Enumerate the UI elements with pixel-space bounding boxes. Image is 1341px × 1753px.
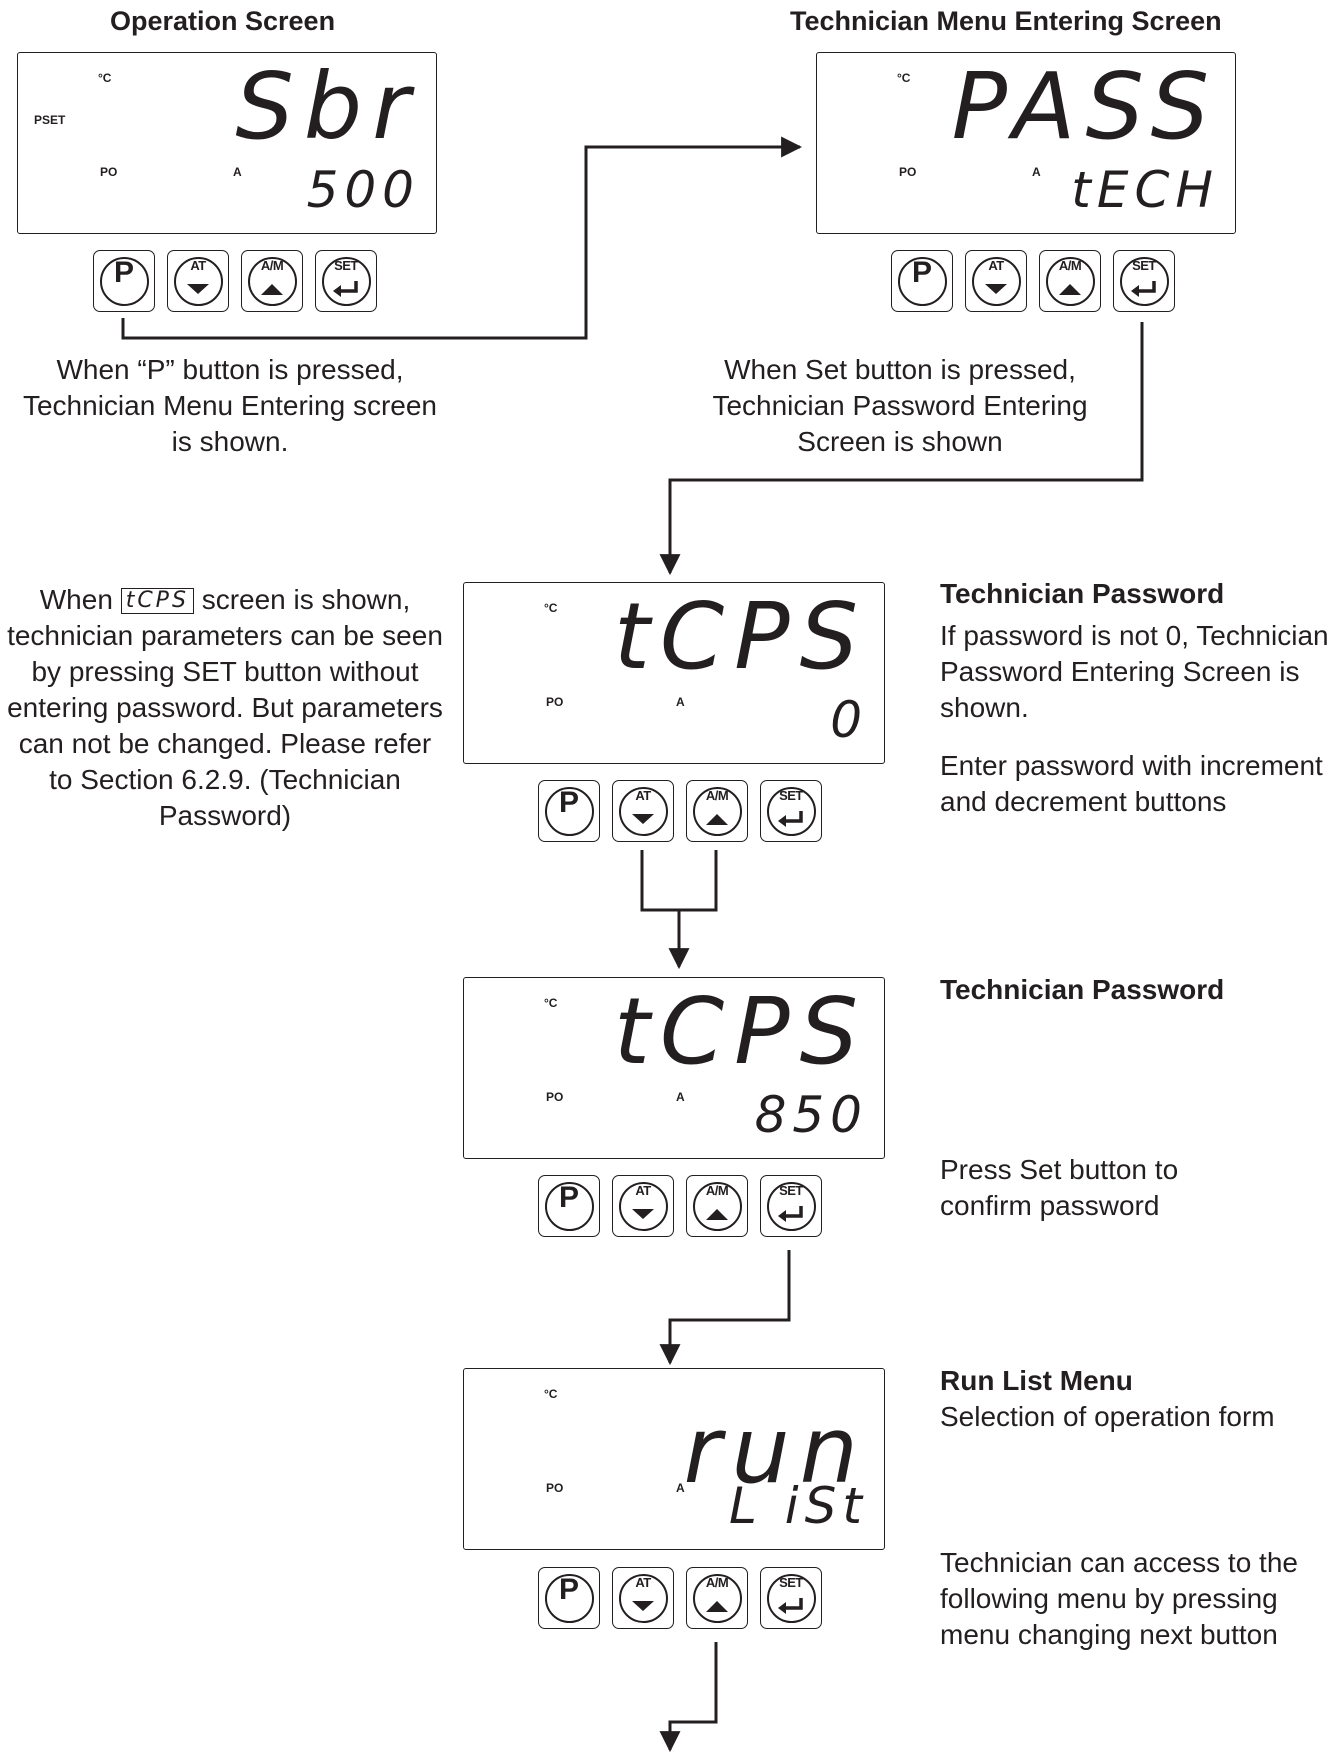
password-note: Technician Password If password is not 0… (940, 576, 1335, 820)
display-panel-tech-menu: °C PO A PASS tECH (816, 52, 1236, 234)
po-indicator: PO (899, 165, 917, 179)
display-bottom-value: L iSt (729, 1477, 868, 1535)
password-note-enter: Enter password with increment and decrem… (940, 750, 1323, 817)
display-bottom-value: tECH (1071, 161, 1219, 219)
a-indicator: A (676, 1481, 685, 1495)
set-button[interactable]: SET (315, 250, 377, 312)
po-indicator: PO (100, 165, 118, 179)
display-top-value: run (683, 1397, 868, 1504)
run-list-subtitle: Selection of operation form (940, 1401, 1275, 1432)
am-button[interactable]: A/M (241, 250, 303, 312)
celsius-indicator: °C (544, 1387, 558, 1401)
run-list-text: Technician can access to the following m… (940, 1547, 1298, 1650)
a-indicator: A (676, 695, 685, 709)
pset-indicator: PSET (34, 113, 66, 127)
display-top-value: tCPS (613, 583, 868, 690)
po-indicator: PO (546, 1481, 564, 1495)
button-row-run-list: P AT A/M SET (538, 1567, 838, 1629)
arrow-set-to-password (659, 322, 1144, 576)
at-button[interactable]: AT (965, 250, 1027, 312)
arrow-updown-to-entry (640, 850, 718, 967)
run-list-title: Run List Menu (940, 1365, 1133, 1396)
po-indicator: PO (546, 695, 564, 709)
a-indicator: A (676, 1090, 685, 1104)
button-row-tech-menu: P AT A/M SET (891, 250, 1191, 312)
set-button[interactable]: SET (760, 1175, 822, 1237)
set-button[interactable]: SET (760, 780, 822, 842)
am-button[interactable]: A/M (686, 780, 748, 842)
display-panel-password: °C PO A tCPS 0 (463, 582, 885, 764)
password-confirm-title: Technician Password (940, 974, 1225, 1005)
po-indicator: PO (546, 1090, 564, 1104)
celsius-indicator: °C (544, 601, 558, 615)
display-panel-operation: °C PSET PO A Sbr 500 (17, 52, 437, 234)
display-panel-run-list: °C PO A run L iSt (463, 1368, 885, 1550)
p-button[interactable]: P (93, 250, 155, 312)
password-note-title: Technician Password (940, 578, 1225, 609)
display-top-value: Sbr (235, 53, 420, 160)
operation-screen-title: Operation Screen (110, 6, 336, 36)
am-button[interactable]: A/M (1039, 250, 1101, 312)
am-button[interactable]: A/M (686, 1567, 748, 1629)
password-note-text: If password is not 0, Technician Passwor… (940, 620, 1329, 723)
button-row-password: P AT A/M SET (538, 780, 838, 842)
caption-p-pressed: When “P” button is pressed, Technician M… (22, 354, 437, 457)
p-button[interactable]: P (891, 250, 953, 312)
celsius-indicator: °C (98, 71, 112, 85)
at-button[interactable]: AT (612, 780, 674, 842)
display-top-value: PASS (951, 53, 1219, 160)
arrow-p-to-tech-menu (121, 136, 803, 340)
am-button[interactable]: A/M (686, 1175, 748, 1237)
p-button[interactable]: P (538, 1175, 600, 1237)
display-top-value: tCPS (613, 978, 868, 1085)
p-button[interactable]: P (538, 780, 600, 842)
set-button[interactable]: SET (760, 1567, 822, 1629)
at-button[interactable]: AT (612, 1175, 674, 1237)
password-confirm-text: Press Set button to confirm password (940, 1154, 1179, 1221)
button-row-password-entered: P AT A/M SET (538, 1175, 838, 1237)
display-bottom-value: 0 (830, 691, 868, 749)
celsius-indicator: °C (544, 996, 558, 1010)
tcps-note: When tCPS screen is shown, technician pa… (7, 584, 443, 831)
caption-set-pressed: When Set button is pressed, Technician P… (712, 354, 1088, 457)
button-row-operation: P AT A/M SET (93, 250, 393, 312)
set-button[interactable]: SET (1113, 250, 1175, 312)
run-list-note: Run List Menu Selection of operation for… (940, 1363, 1340, 1435)
celsius-indicator: °C (897, 71, 911, 85)
tcps-inline-display: tCPS (120, 588, 194, 614)
arrow-set-to-run-list (659, 1250, 791, 1366)
arrow-next-menu (659, 1642, 718, 1753)
at-button[interactable]: AT (167, 250, 229, 312)
display-bottom-value: 850 (754, 1086, 868, 1144)
technician-menu-title: Technician Menu Entering Screen (790, 6, 1222, 36)
a-indicator: A (1032, 165, 1041, 179)
a-indicator: A (233, 165, 242, 179)
display-bottom-value: 500 (306, 161, 420, 219)
at-button[interactable]: AT (612, 1567, 674, 1629)
display-panel-password-entered: °C PO A tCPS 850 (463, 977, 885, 1159)
p-button[interactable]: P (538, 1567, 600, 1629)
